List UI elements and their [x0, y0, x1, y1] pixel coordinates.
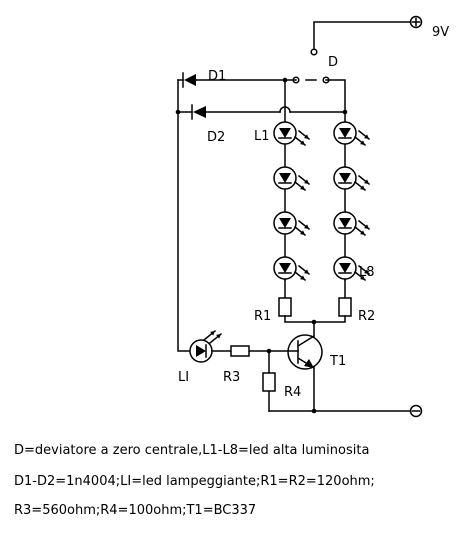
transistor-t1 — [287, 334, 323, 370]
diode-d2 — [177, 104, 206, 120]
r2-label: R2 — [358, 309, 375, 324]
led-strings — [273, 121, 371, 282]
t1-label: T1 — [329, 354, 346, 369]
r4-label: R4 — [284, 385, 301, 400]
left-bus-wire — [177, 79, 191, 352]
led-l5 — [333, 121, 371, 147]
legend-line-1: D=deviatore a zero centrale,L1-L8=led al… — [14, 443, 370, 458]
led-l3 — [273, 211, 311, 237]
resistor-r2 — [338, 297, 352, 317]
led-l7 — [333, 211, 371, 237]
l1-label: L1 — [254, 129, 270, 144]
led-l2 — [273, 166, 311, 192]
junction-dot — [311, 319, 317, 325]
led-li — [189, 329, 223, 363]
d1-label: D1 — [208, 69, 226, 84]
l8-label: L8 — [359, 265, 375, 280]
r3-label: R3 — [223, 370, 240, 385]
led-l1 — [273, 121, 311, 147]
resistor-r3 — [230, 345, 250, 357]
switch-d — [292, 48, 346, 113]
legend-line-2: D1-D2=1n4004;LI=led lampeggiante;R1=R2=1… — [14, 474, 375, 489]
junction-dot — [175, 109, 181, 115]
led-l4 — [273, 256, 311, 282]
junction-dot — [282, 77, 288, 83]
resistor-r4 — [262, 372, 276, 392]
led-l6 — [333, 166, 371, 192]
positive-terminal — [409, 15, 423, 29]
supply-voltage-label: 9V — [432, 25, 449, 40]
li-label: LI — [178, 370, 189, 385]
diode-d1 — [177, 72, 196, 88]
circuit-schematic: 9V D D1 D2 L1 L8 R1 R2 — [175, 15, 449, 418]
d2-label: D2 — [207, 130, 225, 145]
legend-line-3: R3=560ohm;R4=100ohm;T1=BC337 — [14, 503, 257, 518]
junction-dot — [342, 109, 348, 115]
led-to-resistor-wires — [284, 279, 346, 299]
negative-terminal — [409, 404, 423, 418]
supply-wire — [313, 21, 411, 49]
resistor-r1 — [278, 297, 292, 317]
r1-label: R1 — [254, 309, 271, 324]
switch-label: D — [328, 55, 338, 70]
led-l8 — [333, 256, 371, 282]
collector-wire — [284, 315, 346, 337]
